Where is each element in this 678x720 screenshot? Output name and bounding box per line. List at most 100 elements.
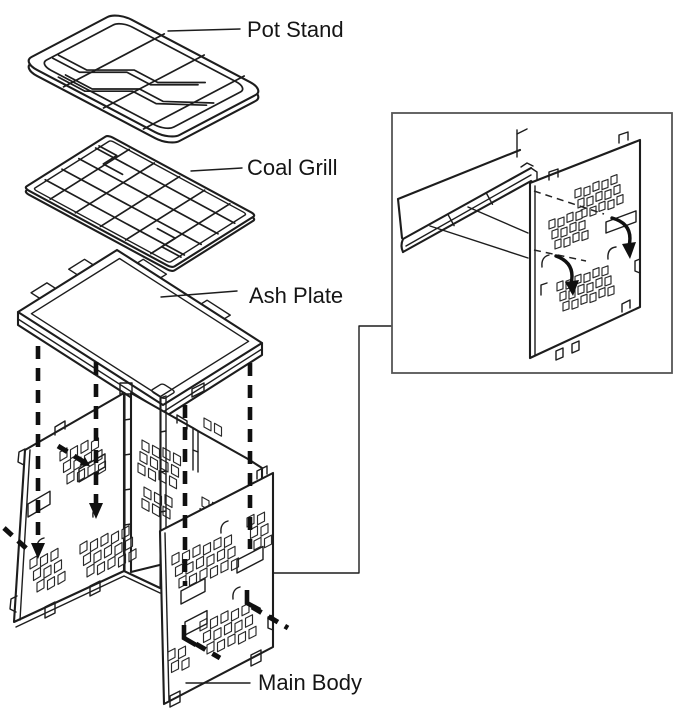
vent-hole	[562, 300, 570, 312]
vent-hole	[202, 541, 212, 556]
vent-hole	[66, 470, 75, 485]
vent-hole	[559, 290, 567, 302]
vent-hole	[137, 462, 146, 477]
vent-hole	[50, 547, 59, 562]
inset-connector-line	[272, 325, 393, 574]
ash-plate-drawing	[9, 241, 268, 420]
assembly-dashed-guides	[2, 346, 290, 661]
vent-hole	[566, 211, 574, 223]
vent-hole	[248, 625, 257, 640]
vent-hole	[604, 275, 612, 287]
vent-hole	[32, 566, 42, 582]
vent-hole	[216, 638, 226, 653]
vent-hole	[213, 422, 223, 437]
vent-hole	[253, 536, 262, 551]
vent-hole	[578, 219, 586, 232]
vent-hole	[580, 293, 588, 305]
inset-side-panel	[528, 131, 642, 361]
vent-hole	[114, 541, 123, 557]
vent-hole	[577, 197, 585, 209]
vent-hole	[39, 553, 49, 568]
vent-hole	[29, 555, 38, 570]
vent-hole	[604, 188, 612, 201]
vent-hole	[234, 619, 243, 634]
vent-hole	[613, 184, 621, 196]
vent-hole	[174, 563, 184, 578]
vent-hole	[192, 544, 201, 558]
vent-hole	[93, 549, 102, 564]
vent-hole	[244, 614, 254, 628]
vent-hole	[595, 277, 603, 289]
vent-hole	[237, 630, 247, 645]
vent-hole	[143, 486, 152, 501]
vent-hole	[598, 287, 606, 299]
insertion-guide-line	[467, 206, 529, 234]
vent-hole	[46, 576, 56, 591]
vent-hole	[227, 545, 236, 560]
vent-hole	[574, 187, 582, 199]
vent-hole	[548, 218, 556, 230]
vent-hole	[181, 657, 190, 671]
vent-hole	[86, 563, 95, 578]
label-ash-plate: Ash Plate	[249, 283, 344, 308]
vent-hole	[177, 645, 187, 660]
vent-hole	[560, 226, 568, 238]
vent-hole	[230, 607, 240, 622]
vent-hole	[206, 640, 215, 655]
vent-hole	[592, 267, 600, 279]
vent-hole	[220, 559, 229, 574]
vent-hole	[170, 463, 180, 478]
vent-hole	[616, 194, 624, 206]
label-coal-grill: Coal Grill	[247, 155, 338, 180]
vent-hole	[141, 497, 150, 512]
vent-hole	[575, 209, 583, 222]
vent-hole	[554, 238, 562, 250]
label-main-body: Main Body	[258, 670, 362, 695]
vent-hole	[62, 458, 72, 474]
inset-ash-plate-edge	[396, 128, 538, 254]
vent-hole	[260, 523, 269, 537]
vent-hole	[172, 452, 182, 467]
vent-hole	[82, 551, 92, 567]
fold-direction-arrow	[554, 216, 636, 296]
vent-hole	[607, 198, 615, 211]
vent-hole	[167, 647, 176, 662]
vent-hole	[171, 551, 180, 566]
vent-hole	[557, 216, 565, 228]
vent-hole	[141, 439, 150, 454]
detail-inset	[391, 112, 673, 374]
vent-hole	[53, 559, 63, 574]
vent-hole	[209, 564, 219, 579]
vent-hole	[107, 555, 116, 570]
vent-hole	[572, 231, 580, 243]
vent-hole	[598, 200, 606, 212]
vent-hole	[203, 417, 212, 432]
vent-hole	[263, 534, 273, 549]
vent-hole	[188, 572, 198, 587]
vent-hole	[571, 298, 579, 310]
vent-hole	[139, 450, 148, 465]
vent-hole	[195, 555, 205, 570]
vent-hole	[170, 659, 180, 674]
main-body-drawing	[9, 382, 275, 708]
vent-hole	[563, 236, 571, 248]
vent-hole	[586, 281, 594, 294]
vent-hole	[168, 475, 178, 490]
coal-grill-drawing	[24, 135, 256, 272]
vent-hole	[601, 265, 609, 277]
vent-hole	[202, 629, 212, 644]
vent-hole	[89, 538, 99, 553]
vent-hole	[100, 532, 109, 547]
vent-hole	[227, 633, 236, 647]
vent-hole	[556, 280, 564, 292]
vent-hole	[256, 511, 266, 526]
vent-hole	[601, 178, 609, 191]
vent-hole	[103, 544, 113, 559]
vent-hole	[581, 229, 589, 242]
insertion-guide-line	[429, 225, 529, 259]
vent-hole	[199, 567, 208, 581]
vent-hole	[96, 561, 106, 576]
vent-hole	[206, 553, 215, 568]
vent-hole	[223, 534, 233, 549]
